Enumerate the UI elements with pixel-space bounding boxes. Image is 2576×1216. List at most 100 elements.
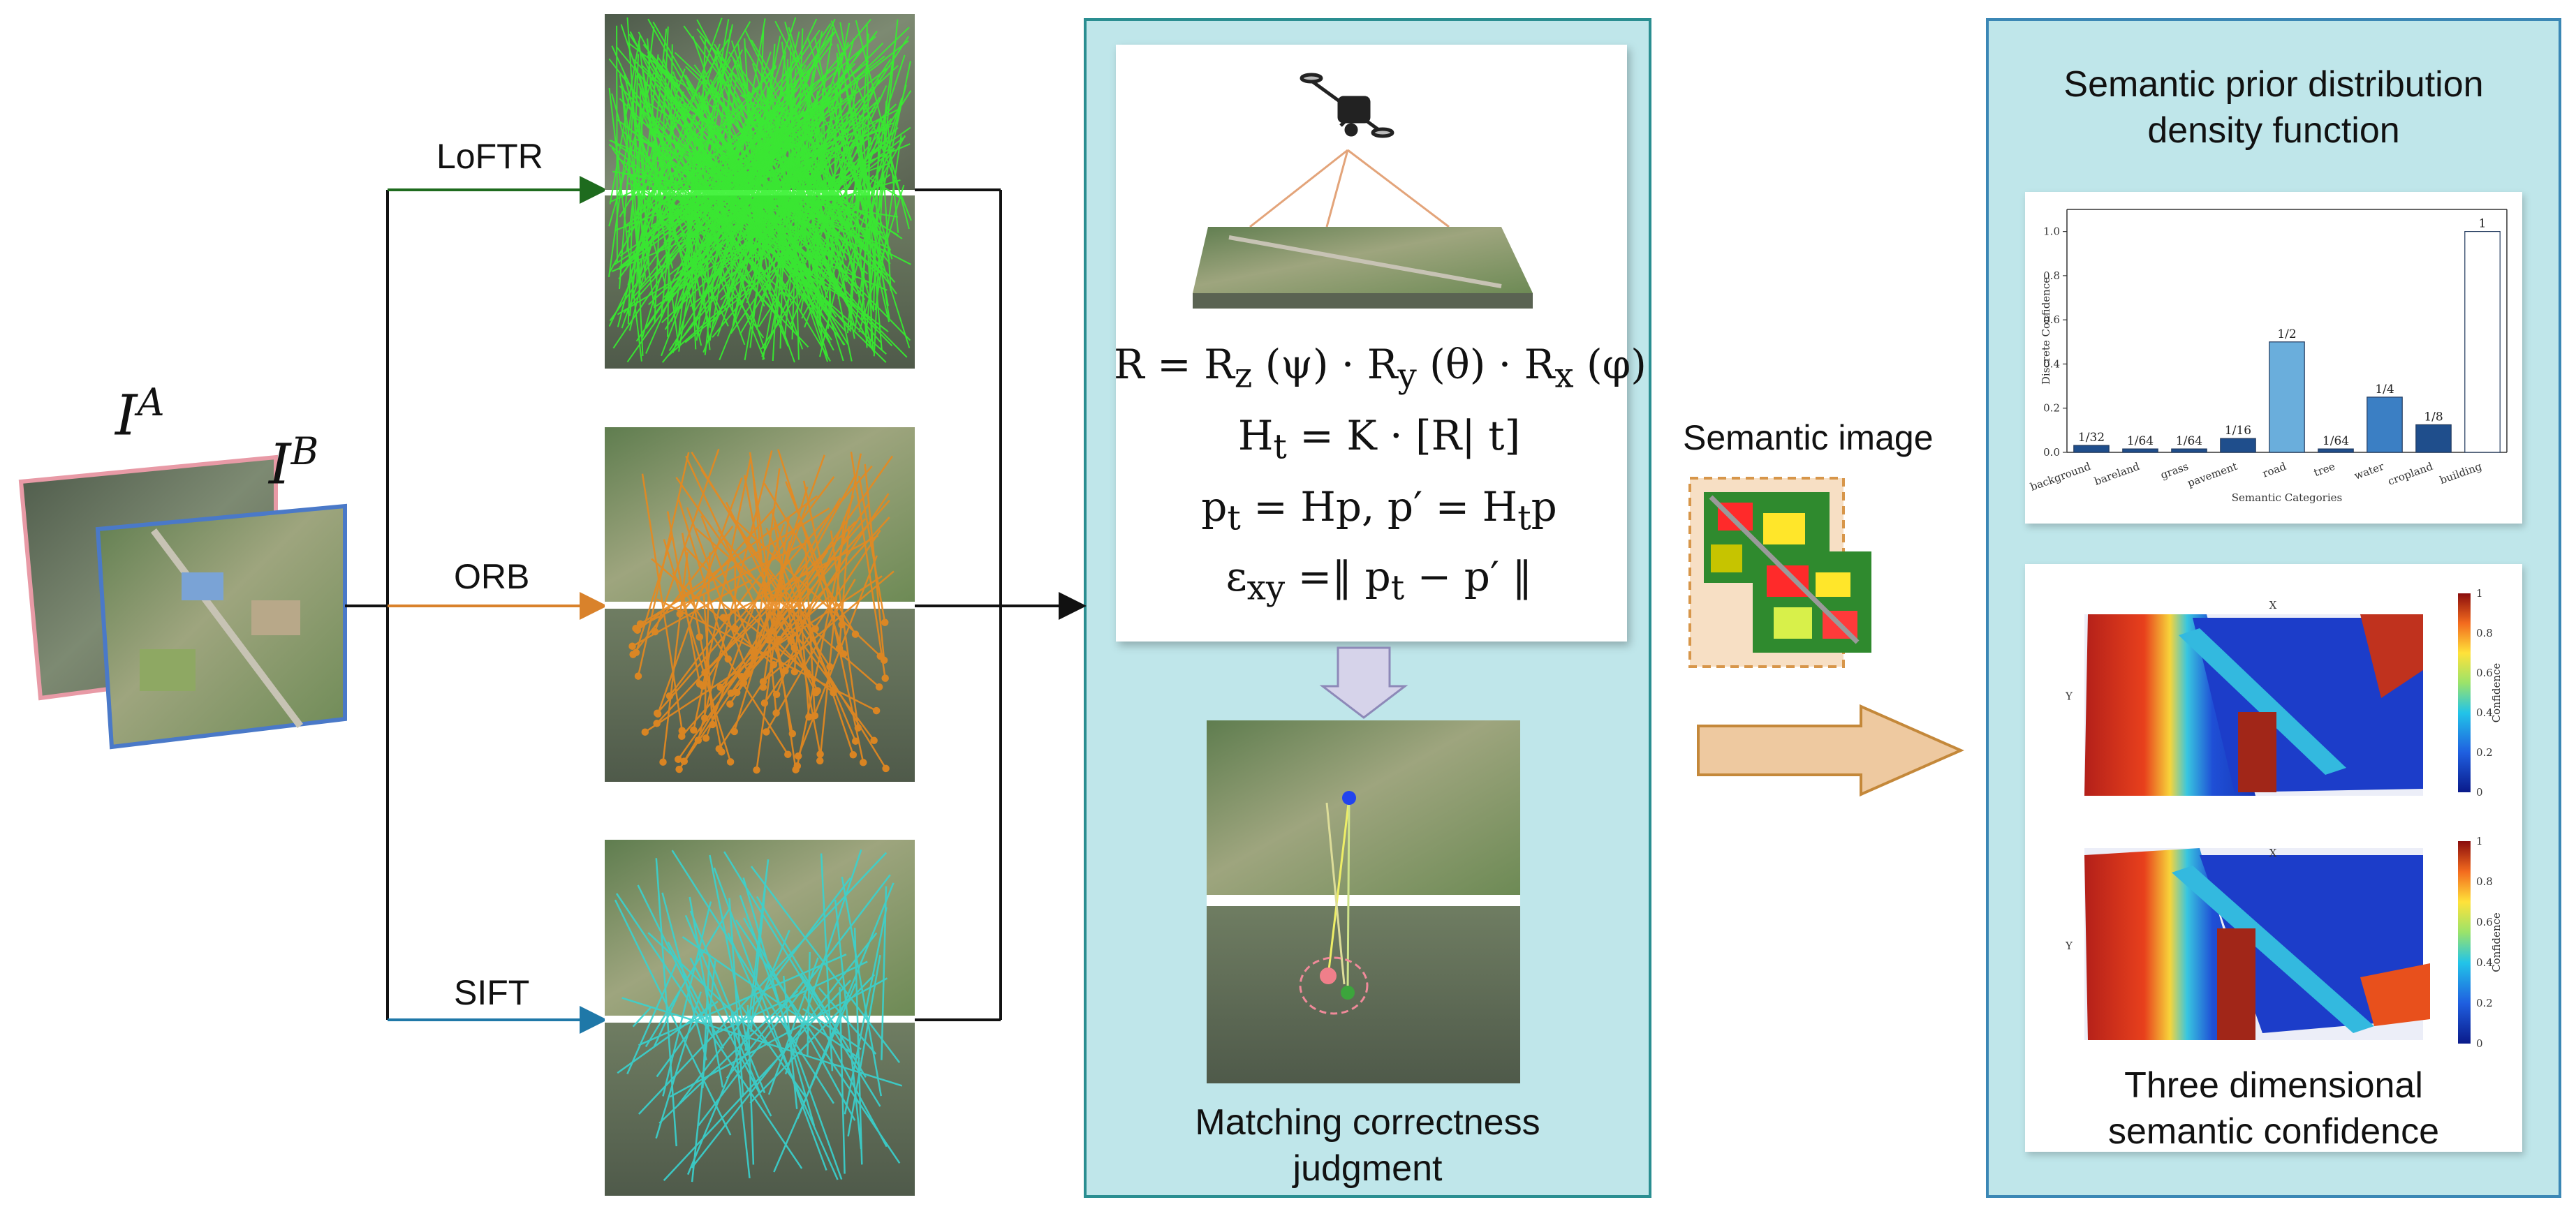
match-line [683,497,841,762]
match-point [653,709,661,717]
match-line [739,895,843,1180]
y-tick-label: 0.4 [2043,357,2060,370]
match-line [609,139,866,251]
bar-value-label: 1 [2479,217,2487,231]
match-point [726,700,734,708]
match-line [761,85,888,357]
match-point [675,765,683,773]
bar-value-label: 1/16 [2225,424,2251,438]
match-point [830,689,837,697]
ground-plane [1193,227,1533,309]
match-line [796,453,862,766]
colorbar-label: Confidence [2490,912,2503,972]
y-axis-label: Discrete Confidence [2040,277,2052,385]
colorbar-tick-label: 0.2 [2476,746,2493,759]
match-point [636,620,645,628]
match-line [804,124,823,346]
match-line [703,552,711,718]
match-line [619,71,637,290]
match-line [669,73,765,349]
match-line [763,530,881,704]
match-line [633,21,751,224]
match-point [718,748,726,756]
big-right-arrow [1697,704,1964,797]
match-line [647,52,878,329]
match-line [693,64,866,300]
match-point [881,618,889,626]
match-point [881,674,889,682]
match-line [839,987,846,1174]
match-line [796,882,895,1120]
match-line [728,51,887,276]
drone-icon [1300,73,1394,138]
match-point [659,758,667,766]
y-tick-label: 0.6 [2043,313,2060,326]
match-line [763,482,857,635]
match-line [730,124,876,334]
match-line [637,495,818,631]
semantic-image [1688,477,1871,668]
match-line [617,1000,719,1074]
match-line [614,899,732,1136]
bar-bareland [2122,448,2158,453]
match-line [678,550,829,770]
match-point [633,626,642,634]
bar-value-label: 1/2 [2277,327,2296,341]
match-point [701,669,709,676]
match-point [872,706,881,715]
bar-road [2269,341,2305,453]
match-point [730,727,738,736]
match-line [610,140,732,225]
match-line [612,23,832,349]
match-point [882,764,890,773]
match-line [735,919,901,1164]
match-point [851,630,860,638]
match-line [849,34,869,331]
match-point [875,683,883,691]
match-point [694,736,702,744]
match-line [750,889,766,1032]
match-line [812,22,851,211]
bar-value-label: 1/64 [2176,434,2202,448]
bar-grass [2171,448,2207,453]
pose-card [1116,45,1627,642]
x-axis-label: Semantic Categories [2232,491,2342,504]
match-line [609,105,818,203]
match-line [678,97,838,303]
y-tick-label: 1.0 [2043,225,2060,238]
axis-x-label: X [2269,599,2277,611]
bar-building [2464,231,2501,453]
y-tick-label: 0.2 [2043,402,2060,415]
bar-water [2367,396,2403,453]
bar-cropland [2415,424,2452,453]
match-line [631,579,753,647]
colorbar-tick-label: 0.8 [2476,627,2493,639]
orb-match-image [605,427,915,782]
match-point [763,728,770,736]
match-line [655,991,702,1139]
match-line [679,506,777,615]
match-line [702,133,832,320]
match-line [645,907,731,1048]
match-point [816,757,824,765]
match-line [638,73,702,346]
match-line [686,507,749,674]
match-line [650,106,677,228]
colorbar-tick-label: 0.8 [2476,875,2493,888]
match-line [858,184,905,332]
match-line [681,499,890,737]
match-line [853,38,897,332]
orb-label: ORB [454,557,530,596]
match-line [709,18,766,341]
match-line [638,852,888,1115]
colorbar-tick-label: 0.6 [2476,667,2493,679]
match-line [744,138,772,291]
match-line [850,452,886,679]
match-line [678,29,732,352]
match-line [609,35,641,205]
match-point [733,688,741,697]
match-line [771,512,854,755]
match-point [814,687,821,695]
match-line [667,163,858,216]
match-line [866,24,872,341]
